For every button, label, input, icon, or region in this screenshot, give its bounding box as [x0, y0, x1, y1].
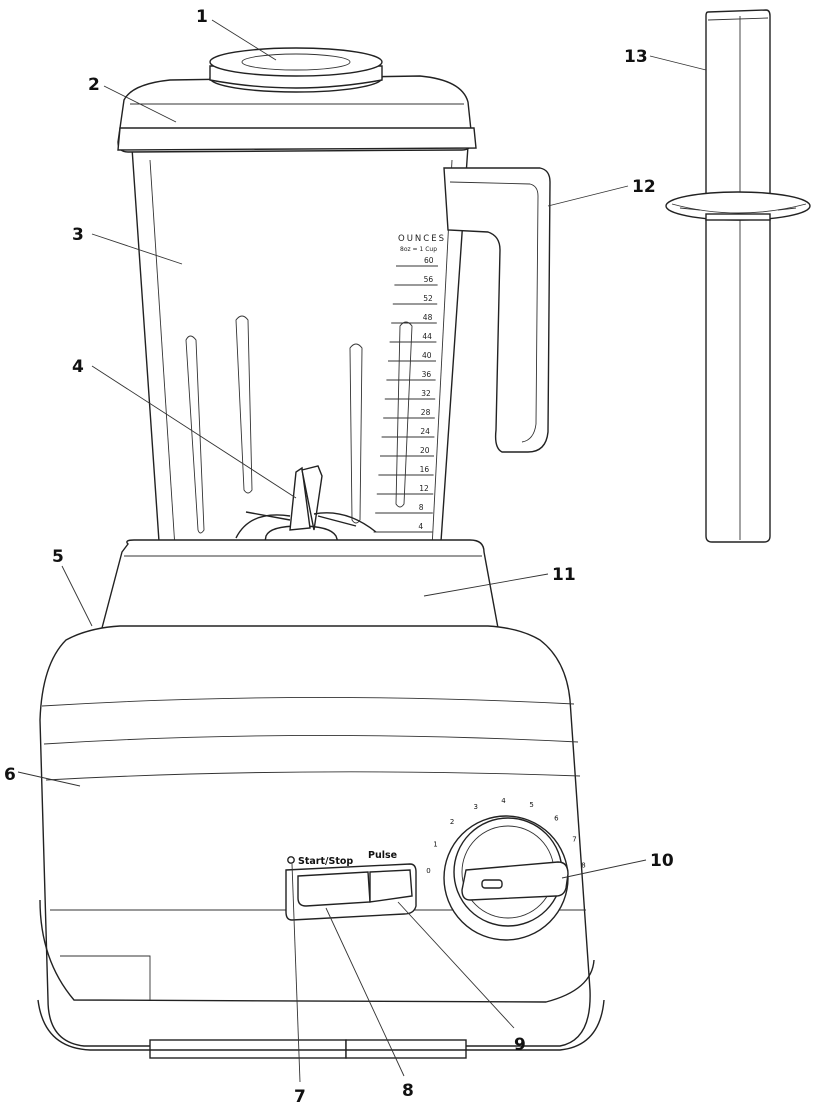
pulse-switch[interactable]: [369, 869, 413, 903]
callout-2: 2: [88, 75, 100, 95]
speed-scale: 0 1 2 3 4 5 6 7 8: [426, 797, 586, 875]
speed-label: 2: [450, 818, 454, 826]
scale-mark-label: 60: [424, 256, 434, 265]
speed-label: 6: [554, 815, 559, 823]
blender-jar: [131, 145, 551, 567]
scale-mark-label: 48: [423, 313, 433, 322]
speed-label: 5: [529, 801, 533, 809]
scale-mark-label: 8: [419, 503, 424, 512]
callout-12: 12: [632, 177, 656, 197]
speed-label: 8: [581, 862, 585, 870]
scale-mark-label: 32: [421, 389, 431, 398]
speed-control-dial[interactable]: 0 1 2 3 4 5 6 7 8: [426, 797, 586, 941]
scale-mark-label: 28: [421, 408, 431, 417]
pulse-label: Pulse: [368, 850, 397, 861]
speed-label: 4: [501, 797, 506, 805]
scale-mark-label: 4: [418, 522, 423, 531]
start-stop-switch[interactable]: [297, 871, 371, 907]
callout-6: 6: [4, 765, 16, 785]
callout-13: 13: [624, 47, 648, 67]
callout-10: 10: [650, 851, 674, 871]
callout-11: 11: [552, 565, 576, 585]
speed-label: 1: [433, 840, 437, 848]
scale-mark-label: 56: [424, 275, 434, 284]
start-stop-label: Start/Stop: [298, 856, 353, 867]
power-indicator-light: [287, 856, 295, 864]
callout-3: 3: [72, 225, 84, 245]
scale-header: OUNCES: [398, 234, 446, 244]
scale-mark-label: 40: [422, 351, 432, 360]
speed-label: 0: [426, 867, 430, 875]
scale-mark-label: 36: [422, 370, 432, 379]
callout-7: 7: [294, 1087, 306, 1106]
callout-numbers: 1 2 3 4 5 6 7 8 9 10 11 12 13: [4, 7, 674, 1106]
scale-mark-label: 20: [420, 446, 430, 455]
scale-mark-label: 24: [420, 427, 430, 436]
scale-mark-label: 44: [422, 332, 432, 341]
tamper: [665, 9, 811, 543]
scale-mark-label: 16: [420, 465, 430, 474]
callout-5: 5: [52, 547, 64, 567]
scale-mark-label: 52: [423, 294, 433, 303]
callout-9: 9: [514, 1035, 526, 1055]
control-panel: Start/Stop Pulse: [285, 850, 417, 921]
lid-plug: [209, 47, 383, 93]
jar-lid: [117, 75, 477, 153]
scale-mark-label: 12: [419, 484, 429, 493]
callout-4: 4: [72, 357, 84, 377]
motor-base: [37, 539, 605, 1059]
callout-leaders: [17, 19, 707, 1083]
ounce-scale: OUNCES 8oz = 1 Cup 605652484440363228242…: [373, 234, 446, 533]
callout-1: 1: [196, 7, 208, 27]
callout-8: 8: [402, 1081, 414, 1101]
speed-label: 3: [474, 803, 478, 811]
speed-label: 7: [572, 836, 576, 844]
scale-subheader: 8oz = 1 Cup: [400, 246, 437, 253]
